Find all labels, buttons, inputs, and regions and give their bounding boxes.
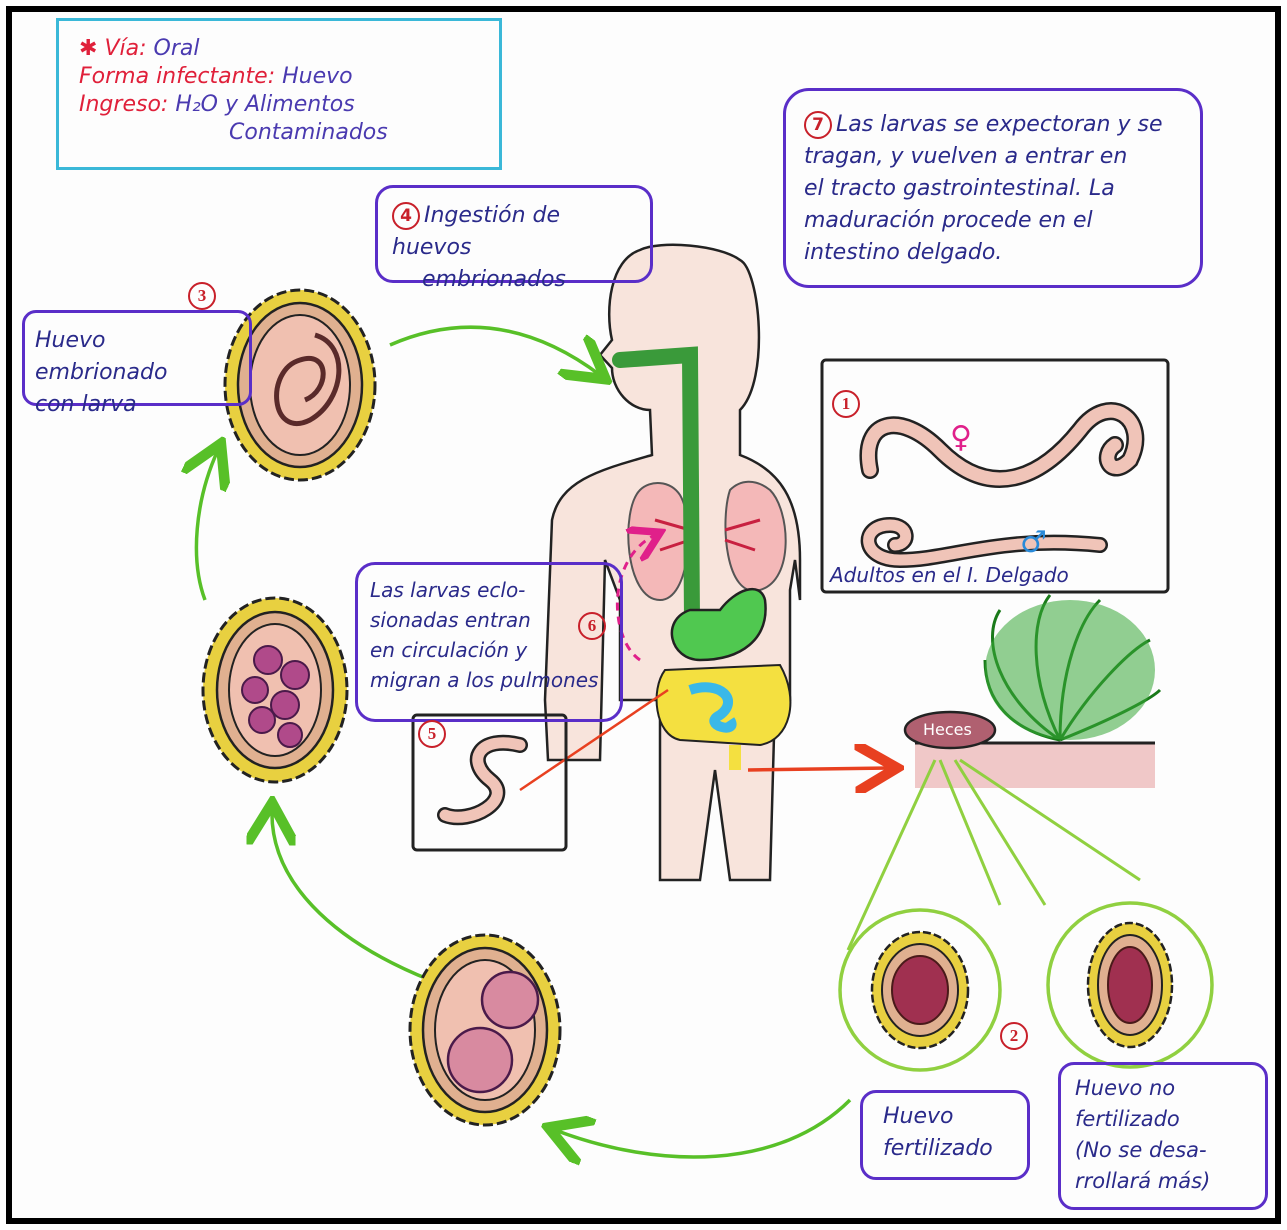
plant-icon	[985, 595, 1160, 740]
step-2-number: 2	[1000, 1022, 1028, 1050]
via-value: Oral	[154, 36, 200, 61]
forma-value: Huevo	[282, 64, 353, 89]
forma-label: Forma infectante	[79, 64, 268, 89]
step-3-number: 3	[188, 282, 216, 310]
unfertilized-text-3: (No se desa-	[1075, 1135, 1251, 1166]
soil	[915, 743, 1155, 788]
step-1-number: 1	[832, 390, 860, 418]
ingreso-line: Ingreso: H₂O y Alimentos	[79, 91, 479, 119]
arrow-egg-to-3	[196, 450, 218, 600]
forma-line: Forma infectante: Huevo	[79, 63, 479, 91]
female-symbol: ♀	[950, 420, 972, 455]
male-symbol: ♂	[1020, 525, 1047, 560]
infection-info-box: ✱ Vía: Oral Forma infectante: Huevo Ingr…	[56, 18, 502, 170]
ingreso-line-2: Contaminados	[79, 119, 479, 147]
adult-worms	[868, 411, 1135, 560]
step-6-number: 6	[578, 612, 606, 640]
egg-two-cell	[410, 935, 560, 1125]
fertilized-text-1: Huevo	[883, 1101, 1007, 1133]
fertilized-egg-box: Huevo fertilizado	[860, 1090, 1030, 1180]
unfertilized-egg-box: Huevo no fertilizado (No se desa- rrolla…	[1058, 1062, 1268, 1210]
unfertilized-text-4: rrollará más)	[1075, 1166, 1251, 1197]
step-7-text-3: el tracto gastrointestinal. La	[804, 173, 1182, 205]
step-7-text-2: tragan, y vuelven a entrar en	[804, 141, 1182, 173]
step-6-box: Las larvas eclo- sionadas entran en circ…	[355, 562, 623, 722]
step-3-box: Huevo embrionado con larva	[22, 310, 252, 406]
step-4-text-2: embrionados	[392, 264, 636, 296]
step-6-text-4: migran a los pulmones	[370, 665, 608, 695]
ingreso-value-1: H₂O y Alimentos	[175, 92, 354, 117]
step-7-text-5: intestino delgado.	[804, 237, 1182, 269]
step-6-text-1: Las larvas eclo-	[370, 575, 608, 605]
unfertilized-egg	[1088, 923, 1172, 1047]
egg-segmented	[203, 598, 347, 782]
step-7-number: 7	[804, 111, 832, 139]
arrow-egg-to-egg	[272, 810, 430, 980]
arrow-2-to-egg	[555, 1100, 850, 1157]
unfertilized-text-2: fertilizado	[1075, 1104, 1251, 1135]
via-line: ✱ Vía: Oral	[79, 35, 479, 63]
step-3-text-1: Huevo embrionado	[35, 325, 239, 389]
feces-branch-lines	[848, 760, 1140, 950]
arrow-feces	[748, 768, 890, 770]
ingreso-value-2: Contaminados	[229, 120, 388, 145]
arrow-3-to-4	[390, 327, 600, 375]
step-4-number: 4	[392, 202, 420, 230]
step-7-text-1: Las larvas se expectoran y se	[836, 112, 1163, 137]
fertilized-egg	[872, 932, 968, 1048]
step-6-text-2: sionadas entran	[370, 605, 608, 635]
feces-label: Heces	[923, 720, 972, 739]
step-5-number: 5	[418, 720, 446, 748]
via-label: Vía	[104, 36, 139, 61]
step-6-text-3: en circulación y	[370, 635, 608, 665]
step-7-text-4: maduración procede en el	[804, 205, 1182, 237]
step-1-text: Adultos en el I. Delgado	[830, 563, 1069, 587]
ingreso-label: Ingreso	[79, 92, 161, 117]
fertilized-text-2: fertilizado	[883, 1133, 1007, 1165]
unfertilized-text-1: Huevo no	[1075, 1073, 1251, 1104]
step-3-text-2: con larva	[35, 389, 239, 421]
